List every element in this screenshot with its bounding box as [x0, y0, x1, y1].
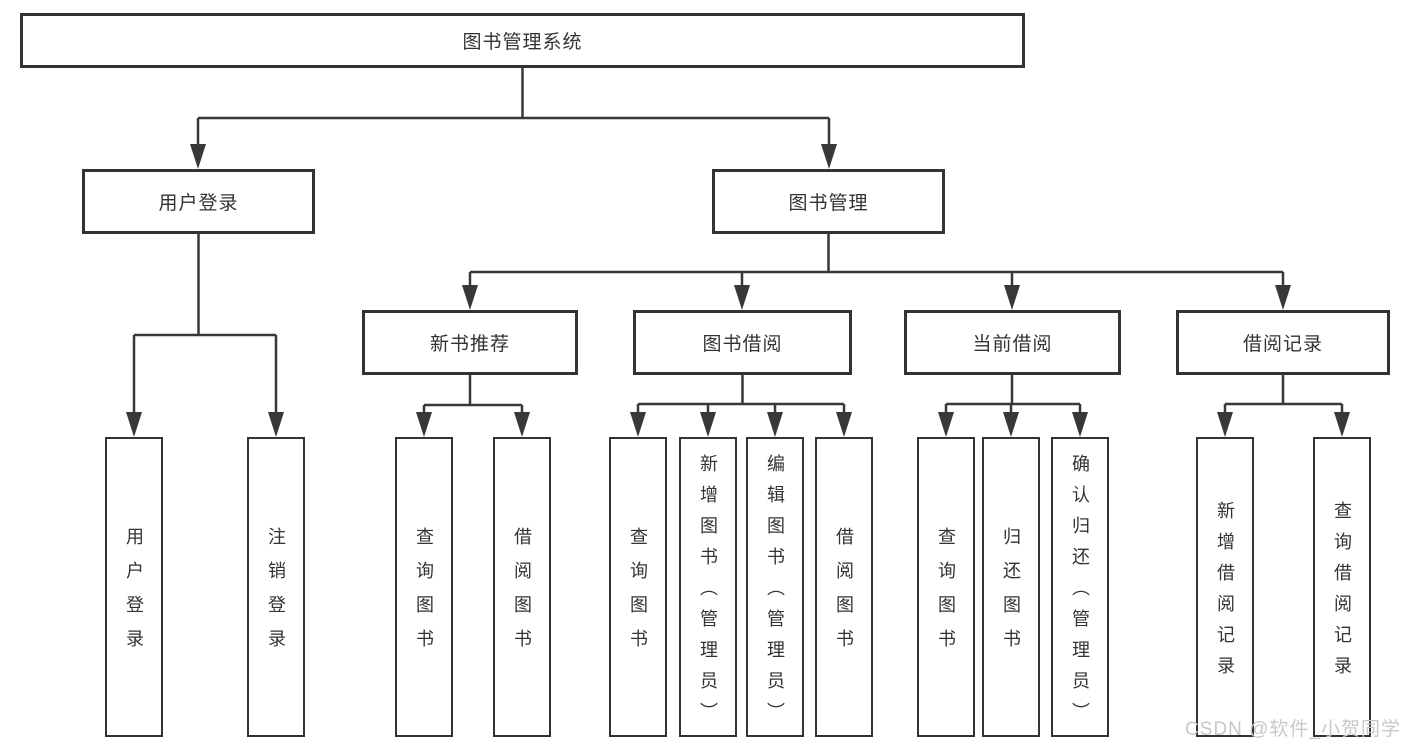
node-label: 编辑图书（管理员） — [765, 454, 785, 733]
node-label: 新增图书（管理员） — [698, 454, 718, 733]
leaf-query-books-recommend: 查询图书 — [395, 437, 453, 737]
leaf-add-borrow-record: 新增借阅记录 — [1196, 437, 1254, 737]
leaf-borrow-books-recommend: 借阅图书 — [493, 437, 551, 737]
node-label: 查询图书 — [414, 527, 434, 663]
node-current-borrowing: 当前借阅 — [904, 310, 1121, 375]
leaf-add-books-admin: 新增图书（管理员） — [679, 437, 737, 737]
node-borrowing-records: 借阅记录 — [1176, 310, 1390, 375]
leaf-query-books-borrowing: 查询图书 — [609, 437, 667, 737]
node-label: 借阅记录 — [1242, 334, 1323, 355]
node-label: 借阅图书 — [834, 527, 854, 663]
leaf-query-books-current: 查询图书 — [917, 437, 975, 737]
leaf-logout: 注销登录 — [247, 437, 305, 737]
node-label: 图书管理系统 — [462, 32, 583, 53]
node-book-management: 图书管理 — [712, 169, 945, 234]
node-label: 新增借阅记录 — [1215, 500, 1235, 687]
node-label: 图书管理 — [788, 193, 869, 214]
node-book-borrowing: 图书借阅 — [633, 310, 852, 375]
node-new-book-recommendation: 新书推荐 — [362, 310, 578, 375]
leaf-return-books: 归还图书 — [982, 437, 1040, 737]
node-label: 归还图书 — [1001, 527, 1021, 663]
node-label: 图书借阅 — [702, 334, 783, 355]
leaf-query-borrow-record: 查询借阅记录 — [1313, 437, 1371, 737]
node-label: 用户登录 — [124, 527, 144, 663]
node-library-management-system: 图书管理系统 — [20, 13, 1025, 68]
node-label: 用户登录 — [158, 193, 239, 214]
node-label: 借阅图书 — [512, 527, 532, 663]
node-user-login: 用户登录 — [82, 169, 315, 234]
node-label: 注销登录 — [266, 527, 286, 663]
leaf-user-login: 用户登录 — [105, 437, 163, 737]
csdn-watermark: CSDN @软件_小贺同学 — [1185, 719, 1401, 740]
leaf-confirm-return-admin: 确认归还（管理员） — [1051, 437, 1109, 737]
node-label: 查询图书 — [628, 527, 648, 663]
node-label: 查询借阅记录 — [1332, 500, 1352, 687]
node-label: 确认归还（管理员） — [1070, 454, 1090, 733]
node-label: 查询图书 — [936, 527, 956, 663]
leaf-edit-books-admin: 编辑图书（管理员） — [746, 437, 804, 737]
node-label: 新书推荐 — [429, 334, 510, 355]
leaf-borrow-books-borrowing: 借阅图书 — [815, 437, 873, 737]
node-label: 当前借阅 — [972, 334, 1053, 355]
